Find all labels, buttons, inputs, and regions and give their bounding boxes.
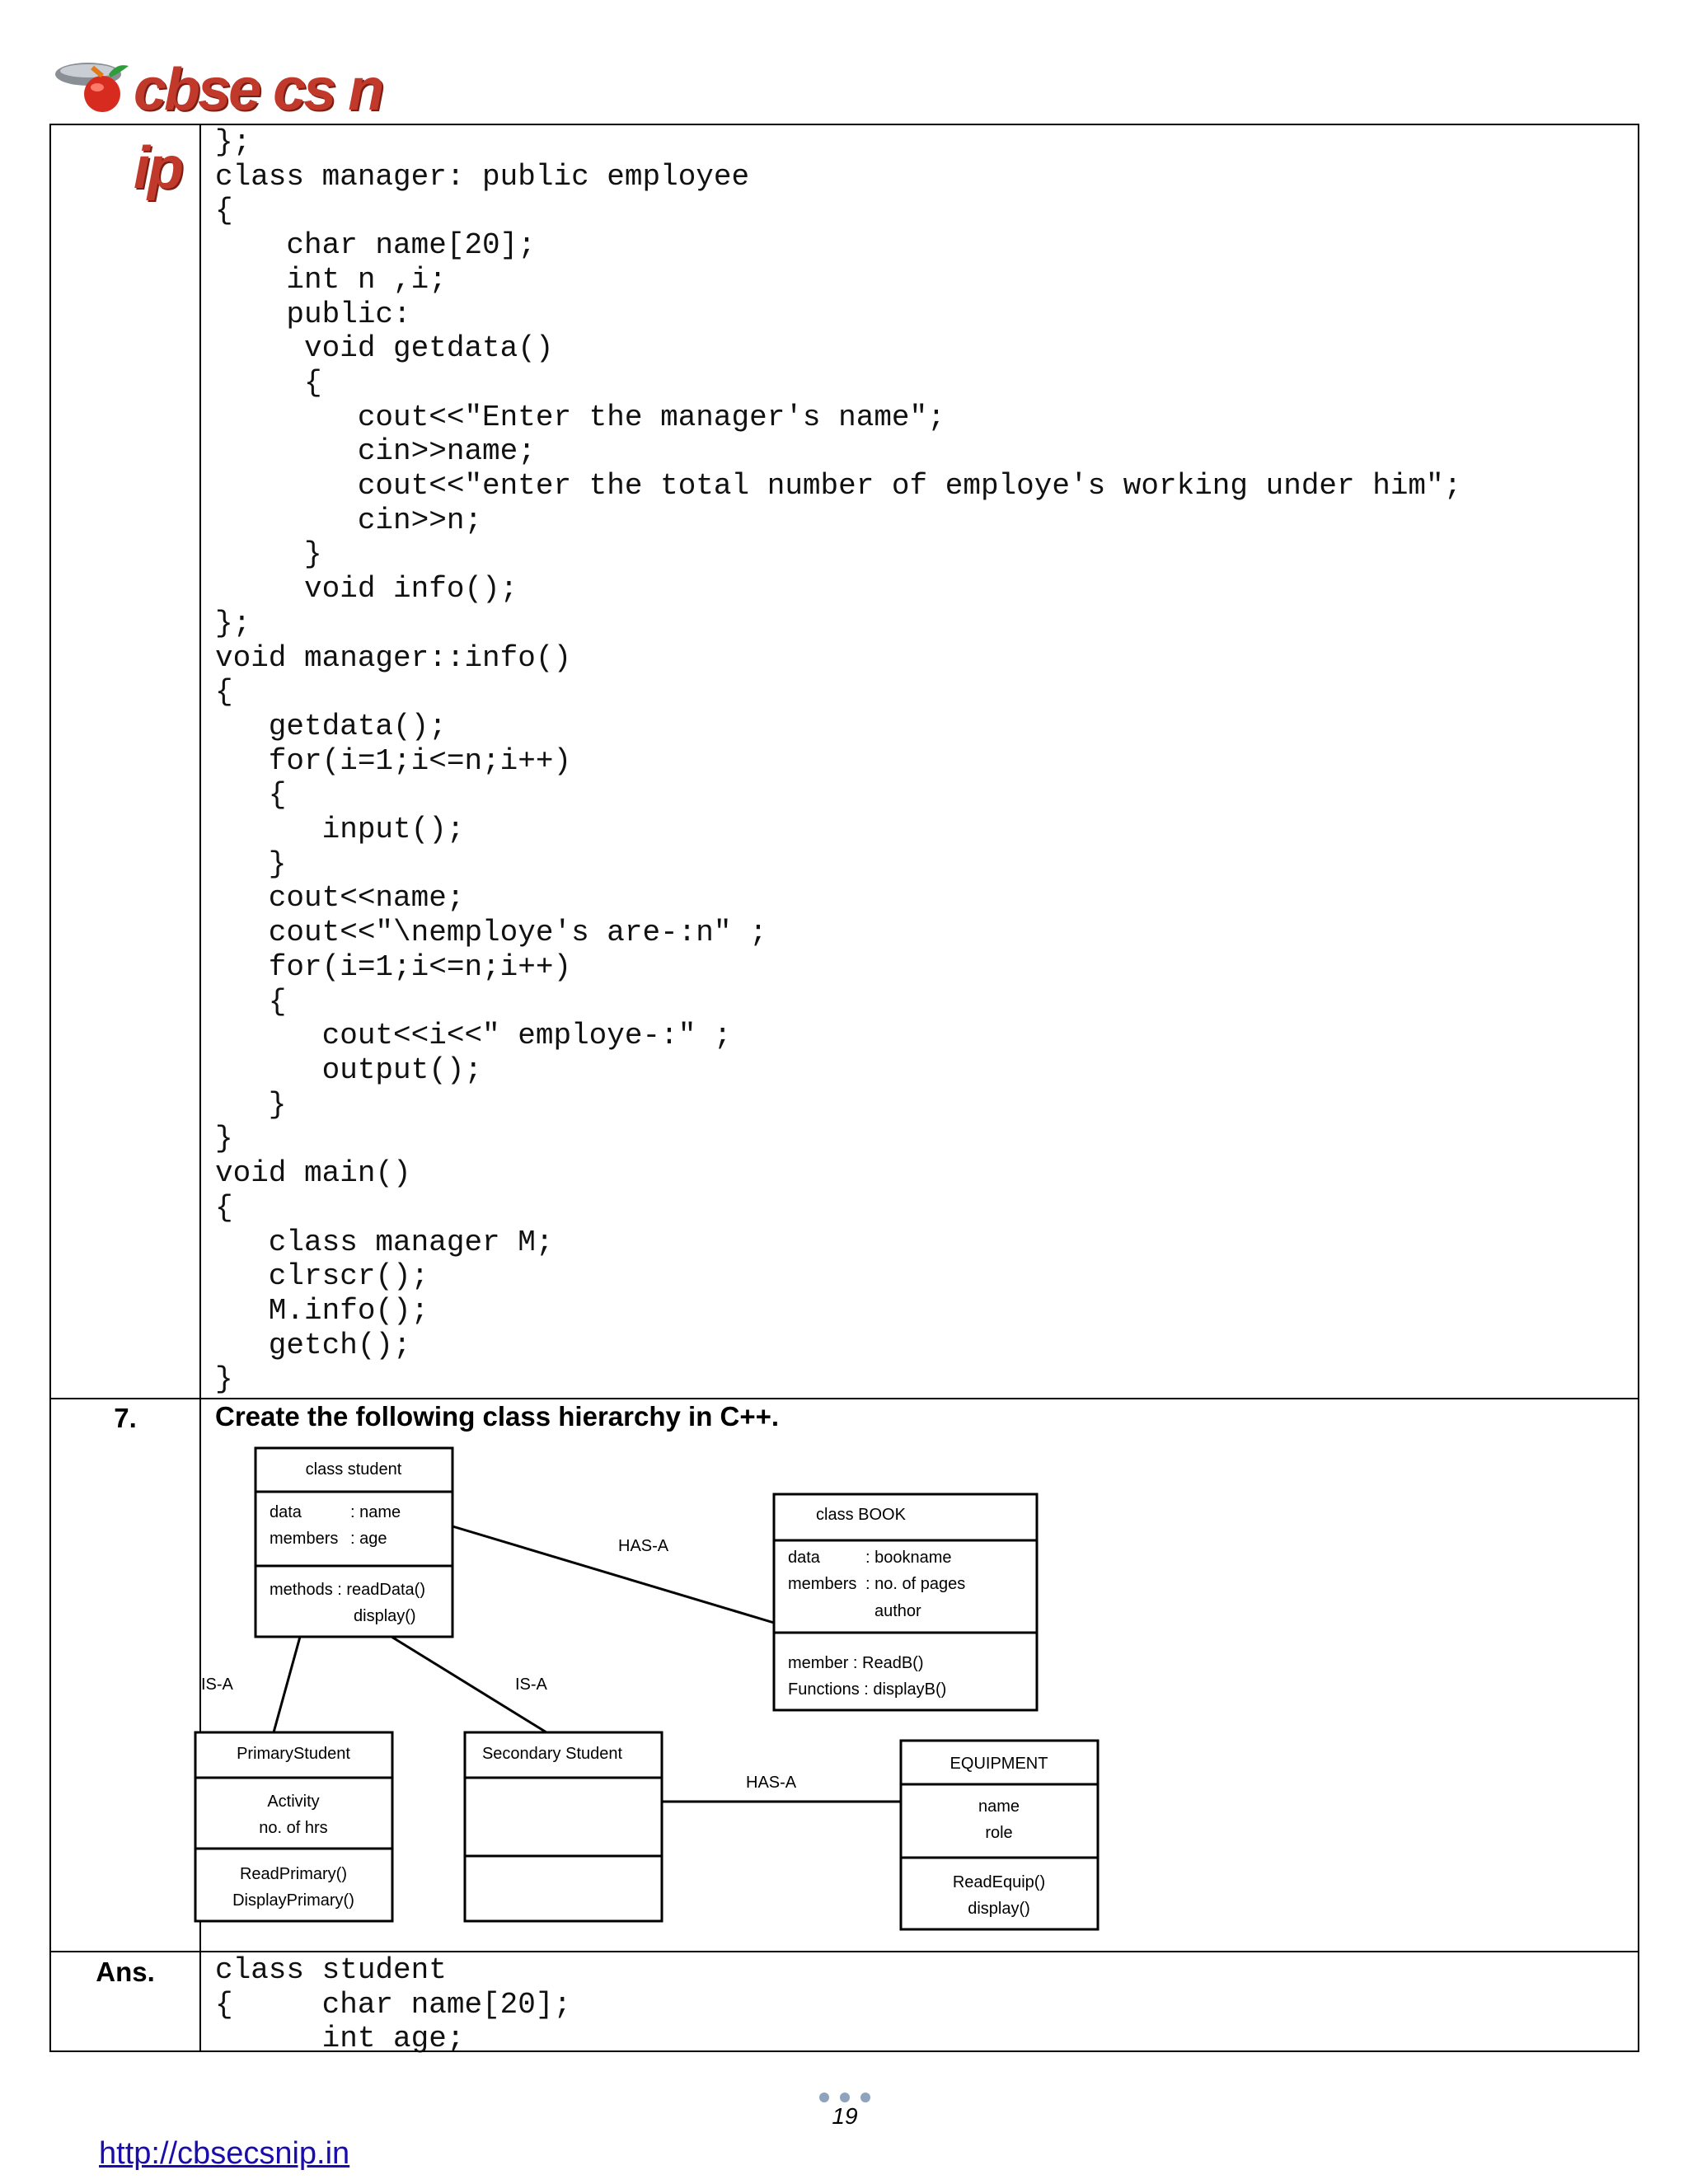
is-a-label: IS-A [515, 1675, 548, 1694]
primary-student-box: PrimaryStudent Activity no. of hrs ReadP… [194, 1731, 394, 1923]
is-a-line [391, 1635, 547, 1734]
class-book-box: class BOOK data : bookname members : no.… [772, 1493, 1039, 1712]
question-title: Create the following class hierarchy in … [215, 1401, 780, 1432]
class-book-title: class BOOK [816, 1506, 907, 1524]
row-divider [51, 1398, 1638, 1399]
primary-data-hours: no. of hrs [259, 1819, 327, 1837]
apple-mouse-icon [55, 63, 129, 112]
is-a-line [272, 1636, 302, 1733]
book-func-1: member : ReadB() [788, 1654, 924, 1672]
equipment-func-2: display() [968, 1900, 1030, 1918]
class-student-title: class student [306, 1460, 402, 1479]
class-hierarchy-diagram: class student data : name members : age … [194, 1446, 1100, 1931]
book-data-label: data [788, 1549, 821, 1567]
book-data-pages: : no. of pages [865, 1575, 965, 1593]
row-divider [51, 1951, 1638, 1952]
has-a-label: HAS-A [618, 1537, 669, 1555]
has-a-line [452, 1525, 775, 1624]
equipment-data-name: name [978, 1797, 1020, 1816]
logo-text: cbse cs n ip [134, 57, 384, 201]
answer-code-block: class student { char name[20]; int age; [215, 1953, 572, 2056]
primary-func-1: ReadPrimary() [240, 1865, 347, 1883]
page-dots-icon [819, 2093, 870, 2102]
student-methods-2: display() [354, 1607, 416, 1625]
is-a-label: IS-A [201, 1675, 234, 1694]
book-func-2: Functions : displayB() [788, 1680, 946, 1699]
question-number: 7. [114, 1403, 137, 1433]
equipment-data-role: role [985, 1824, 1012, 1842]
has-a-label: HAS-A [746, 1774, 797, 1792]
student-data-name: : name [350, 1503, 401, 1521]
book-members-label: members [788, 1575, 856, 1593]
equipment-title: EQUIPMENT [950, 1755, 1048, 1773]
secondary-student-title: Secondary Student [482, 1745, 623, 1763]
student-methods-1: methods : readData() [270, 1581, 425, 1599]
site-link[interactable]: http://cbsecsnip.in [99, 2136, 350, 2171]
primary-func-2: DisplayPrimary() [232, 1891, 354, 1910]
site-logo: cbse cs n ip [51, 51, 430, 201]
student-members-label: members [270, 1530, 338, 1548]
column-divider [199, 125, 201, 2050]
book-data-author: author [874, 1602, 921, 1620]
primary-student-title: PrimaryStudent [237, 1745, 350, 1763]
book-data-bookname: : bookname [865, 1549, 952, 1567]
equipment-box: EQUIPMENT name role ReadEquip() display(… [899, 1739, 1100, 1931]
code-block: }; class manager: public employee { char… [215, 125, 1462, 1397]
student-data-label: data [270, 1503, 302, 1521]
class-student-box: class student data : name members : age … [254, 1446, 454, 1638]
answer-label: Ans. [96, 1957, 155, 1987]
question-table: }; class manager: public employee { char… [49, 124, 1639, 2055]
secondary-student-box: Secondary Student [463, 1731, 663, 1923]
page-number: 19 [832, 2103, 858, 2129]
primary-data-activity: Activity [267, 1793, 319, 1811]
equipment-func-1: ReadEquip() [953, 1873, 1045, 1891]
student-data-age: : age [350, 1530, 387, 1548]
